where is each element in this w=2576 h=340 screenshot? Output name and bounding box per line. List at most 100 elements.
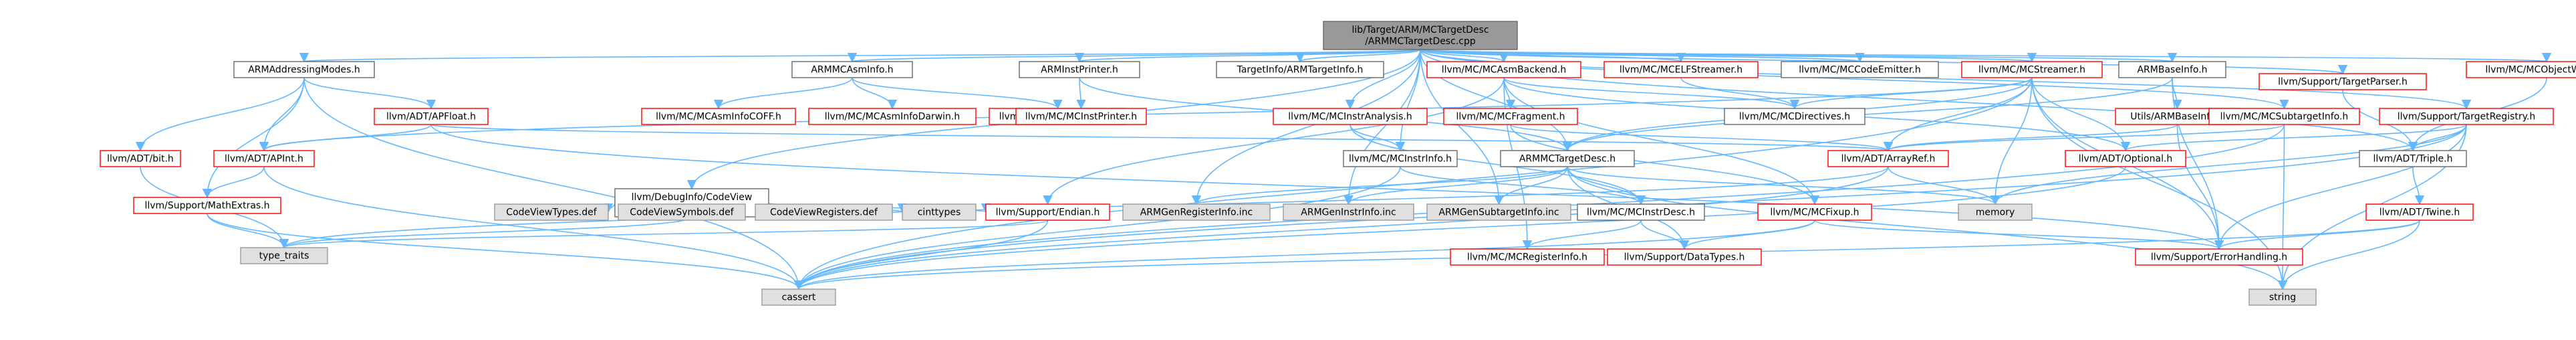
- node-directives[interactable]: llvm/MC/MCDirectives.h: [1724, 108, 1865, 125]
- node-label: llvm/MC/MCAsmInfoDarwin.h: [825, 112, 960, 122]
- edge-root-to-addr: [301, 49, 1421, 63]
- edge-armmctd-to-string: [1567, 166, 2288, 290]
- node-errorhandling[interactable]: llvm/Support/ErrorHandling.h: [2135, 248, 2303, 266]
- node-reginfo[interactable]: llvm/MC/MCRegisterInfo.h: [1450, 248, 1605, 266]
- edge-baseinfo-to-errorhandling: [2172, 77, 2224, 250]
- node-triple[interactable]: llvm/ADT/Triple.h: [2359, 150, 2467, 167]
- edge-instrdesc-to-reginfo: [1522, 220, 1642, 250]
- node-label: ARMGenInstrInfo.inc: [1301, 207, 1396, 218]
- node-box: [240, 247, 328, 264]
- node-instrdesc[interactable]: llvm/MC/MCInstrDesc.h: [1577, 203, 1705, 221]
- node-subtarget[interactable]: llvm/MC/MCSubtargetInfo.h: [2208, 108, 2360, 125]
- node-label: llvm/MC/MCInstrDesc.h: [1587, 207, 1695, 218]
- node-targetinfo[interactable]: TargetInfo/ARMTargetInfo.h: [1216, 61, 1384, 78]
- edge-root-to-gensub: [1420, 49, 1504, 205]
- node-root[interactable]: lib/Target/ARM/MCTargetDesc/ARMMCTargetD…: [1323, 21, 1518, 50]
- node-label: llvm/MC/MCRegisterInfo.h: [1467, 252, 1587, 263]
- node-box: [1724, 108, 1865, 125]
- node-objwriter[interactable]: llvm/MC/MCObjectWriter.h: [2466, 61, 2576, 78]
- node-memory[interactable]: memory: [1958, 203, 2033, 221]
- node-targetregistry[interactable]: llvm/Support/TargetRegistry.h: [2379, 108, 2554, 125]
- node-datatypes[interactable]: llvm/Support/DataTypes.h: [1607, 248, 1762, 266]
- node-instrinfo[interactable]: llvm/MC/MCInstrInfo.h: [1343, 150, 1458, 167]
- node-optional[interactable]: llvm/ADT/Optional.h: [2065, 150, 2186, 167]
- node-cvregs[interactable]: CodeViewRegisters.def: [755, 203, 893, 221]
- node-endian[interactable]: llvm/Support/Endian.h: [985, 203, 1110, 221]
- node-twine[interactable]: llvm/ADT/Twine.h: [2365, 203, 2474, 221]
- node-bit[interactable]: llvm/ADT/bit.h: [100, 150, 181, 167]
- edge-fixup-to-errorhandling: [1814, 220, 2224, 250]
- node-codeemitter[interactable]: llvm/MC/MCCodeEmitter.h: [1781, 61, 1939, 78]
- node-mathextras[interactable]: llvm/Support/MathExtras.h: [133, 197, 281, 214]
- node-cvtypes[interactable]: CodeViewTypes.def: [494, 203, 609, 221]
- node-label: cassert: [782, 292, 816, 303]
- edge-root-to-subtarget: [1420, 49, 2289, 110]
- node-label: /ARMMCTargetDesc.cpp: [1365, 36, 1476, 47]
- edge-codeview-to-cvtypes: [603, 202, 616, 214]
- node-label: ARMInstPrinter.h: [1041, 65, 1118, 76]
- node-targetparser[interactable]: llvm/Support/TargetParser.h: [2259, 73, 2427, 90]
- edge-addr-to-apfloat: [303, 77, 436, 110]
- node-label: llvm/MC/MCSubtargetInfo.h: [2220, 112, 2349, 122]
- edge-fixup-to-cassert: [794, 220, 1815, 290]
- node-gensub[interactable]: ARMGenSubtargetInfo.inc: [1426, 203, 1571, 221]
- node-label: llvm/Support/TargetParser.h: [2278, 77, 2408, 88]
- node-asminfocoff[interactable]: llvm/MC/MCAsmInfoCOFF.h: [641, 108, 796, 125]
- node-asminfodarwin[interactable]: llvm/MC/MCAsmInfoDarwin.h: [808, 108, 977, 125]
- edge-apint-to-cassert: [263, 166, 804, 290]
- node-apfloat[interactable]: llvm/ADT/APFloat.h: [374, 108, 489, 125]
- edge-twine-to-errorhandling: [2214, 220, 2420, 250]
- node-label: llvm/MC/MCFixup.h: [1770, 207, 1859, 218]
- node-string[interactable]: string: [2248, 288, 2317, 306]
- node-label: llvm/Support/DataTypes.h: [1624, 252, 1745, 263]
- node-armmctd[interactable]: ARMMCTargetDesc.h: [1500, 150, 1635, 167]
- graph-edges: [135, 49, 2550, 290]
- node-asminfo[interactable]: ARMMCAsmInfo.h: [791, 61, 913, 78]
- node-fixup[interactable]: llvm/MC/MCFixup.h: [1757, 203, 1872, 221]
- node-label: ARMGenRegisterInfo.inc: [1140, 207, 1253, 218]
- node-box: [2118, 61, 2226, 78]
- node-cassert[interactable]: cassert: [761, 288, 836, 306]
- node-asmbackend[interactable]: llvm/MC/MCAsmBackend.h: [1426, 61, 1581, 78]
- node-label: llvm/MC/MCInstrInfo.h: [1349, 154, 1452, 165]
- node-arrayref[interactable]: llvm/ADT/ArrayRef.h: [1827, 150, 1949, 167]
- edge-fixup-to-datatypes: [1679, 220, 1815, 250]
- node-label: llvm/MC/MCCodeEmitter.h: [1799, 65, 1920, 76]
- node-label: llvm/Support/MathExtras.h: [144, 201, 269, 211]
- node-label: llvm/DebugInfo/CodeView: [632, 192, 753, 203]
- edge-optional-to-cassert: [794, 166, 2126, 290]
- node-box: [902, 203, 977, 221]
- node-label: llvm/ADT/ArrayRef.h: [1841, 154, 1936, 165]
- node-label: llvm/ADT/Optional.h: [2079, 154, 2173, 165]
- node-label: ARMGenSubtargetInfo.inc: [1438, 207, 1559, 218]
- node-label: ARMAddressingModes.h: [248, 65, 360, 76]
- node-genreg[interactable]: ARMGenRegisterInfo.inc: [1122, 203, 1271, 221]
- node-box: [494, 203, 609, 221]
- node-label: type_traits: [259, 251, 309, 262]
- node-geninstr[interactable]: ARMGenInstrInfo.inc: [1283, 203, 1414, 221]
- node-label: ARMBaseInfo.h: [2137, 65, 2207, 76]
- node-label: llvm/Support/Endian.h: [996, 207, 1100, 218]
- node-cvsymbols[interactable]: CodeViewSymbols.def: [618, 203, 746, 221]
- node-cinttypes[interactable]: cinttypes: [902, 203, 977, 221]
- node-baseinfo[interactable]: ARMBaseInfo.h: [2118, 61, 2226, 78]
- node-box: [641, 108, 796, 125]
- edge-streamer-to-apint: [259, 77, 2033, 152]
- node-elfstreamer[interactable]: llvm/MC/MCELFStreamer.h: [1603, 61, 1759, 78]
- node-label: CodeViewTypes.def: [506, 207, 597, 218]
- node-apint[interactable]: llvm/ADT/APInt.h: [213, 150, 315, 167]
- node-box: [1450, 248, 1605, 266]
- node-typetraits[interactable]: type_traits: [240, 247, 328, 264]
- edge-root-to-geninstr: [1343, 49, 1421, 205]
- edge-baseinfo-to-armmctd: [1563, 77, 2173, 152]
- node-streamer[interactable]: llvm/MC/MCStreamer.h: [1961, 61, 2103, 78]
- node-label: Utils/ARMBaseInfo.h: [2130, 112, 2224, 122]
- node-mcinstprinter[interactable]: llvm/MC/MCInstPrinter.h: [1015, 108, 1147, 125]
- edge-utilsbase-to-arrayref: [1884, 124, 2178, 152]
- edge-targetparser-to-triple: [2342, 89, 2418, 152]
- node-box: [1958, 203, 2033, 221]
- node-instprinter[interactable]: ARMInstPrinter.h: [1019, 61, 1140, 78]
- node-instranalysis[interactable]: llvm/MC/MCInstrAnalysis.h: [1273, 108, 1428, 125]
- node-addr[interactable]: ARMAddressingModes.h: [233, 61, 375, 78]
- node-fragment[interactable]: llvm/MC/MCFragment.h: [1443, 108, 1578, 125]
